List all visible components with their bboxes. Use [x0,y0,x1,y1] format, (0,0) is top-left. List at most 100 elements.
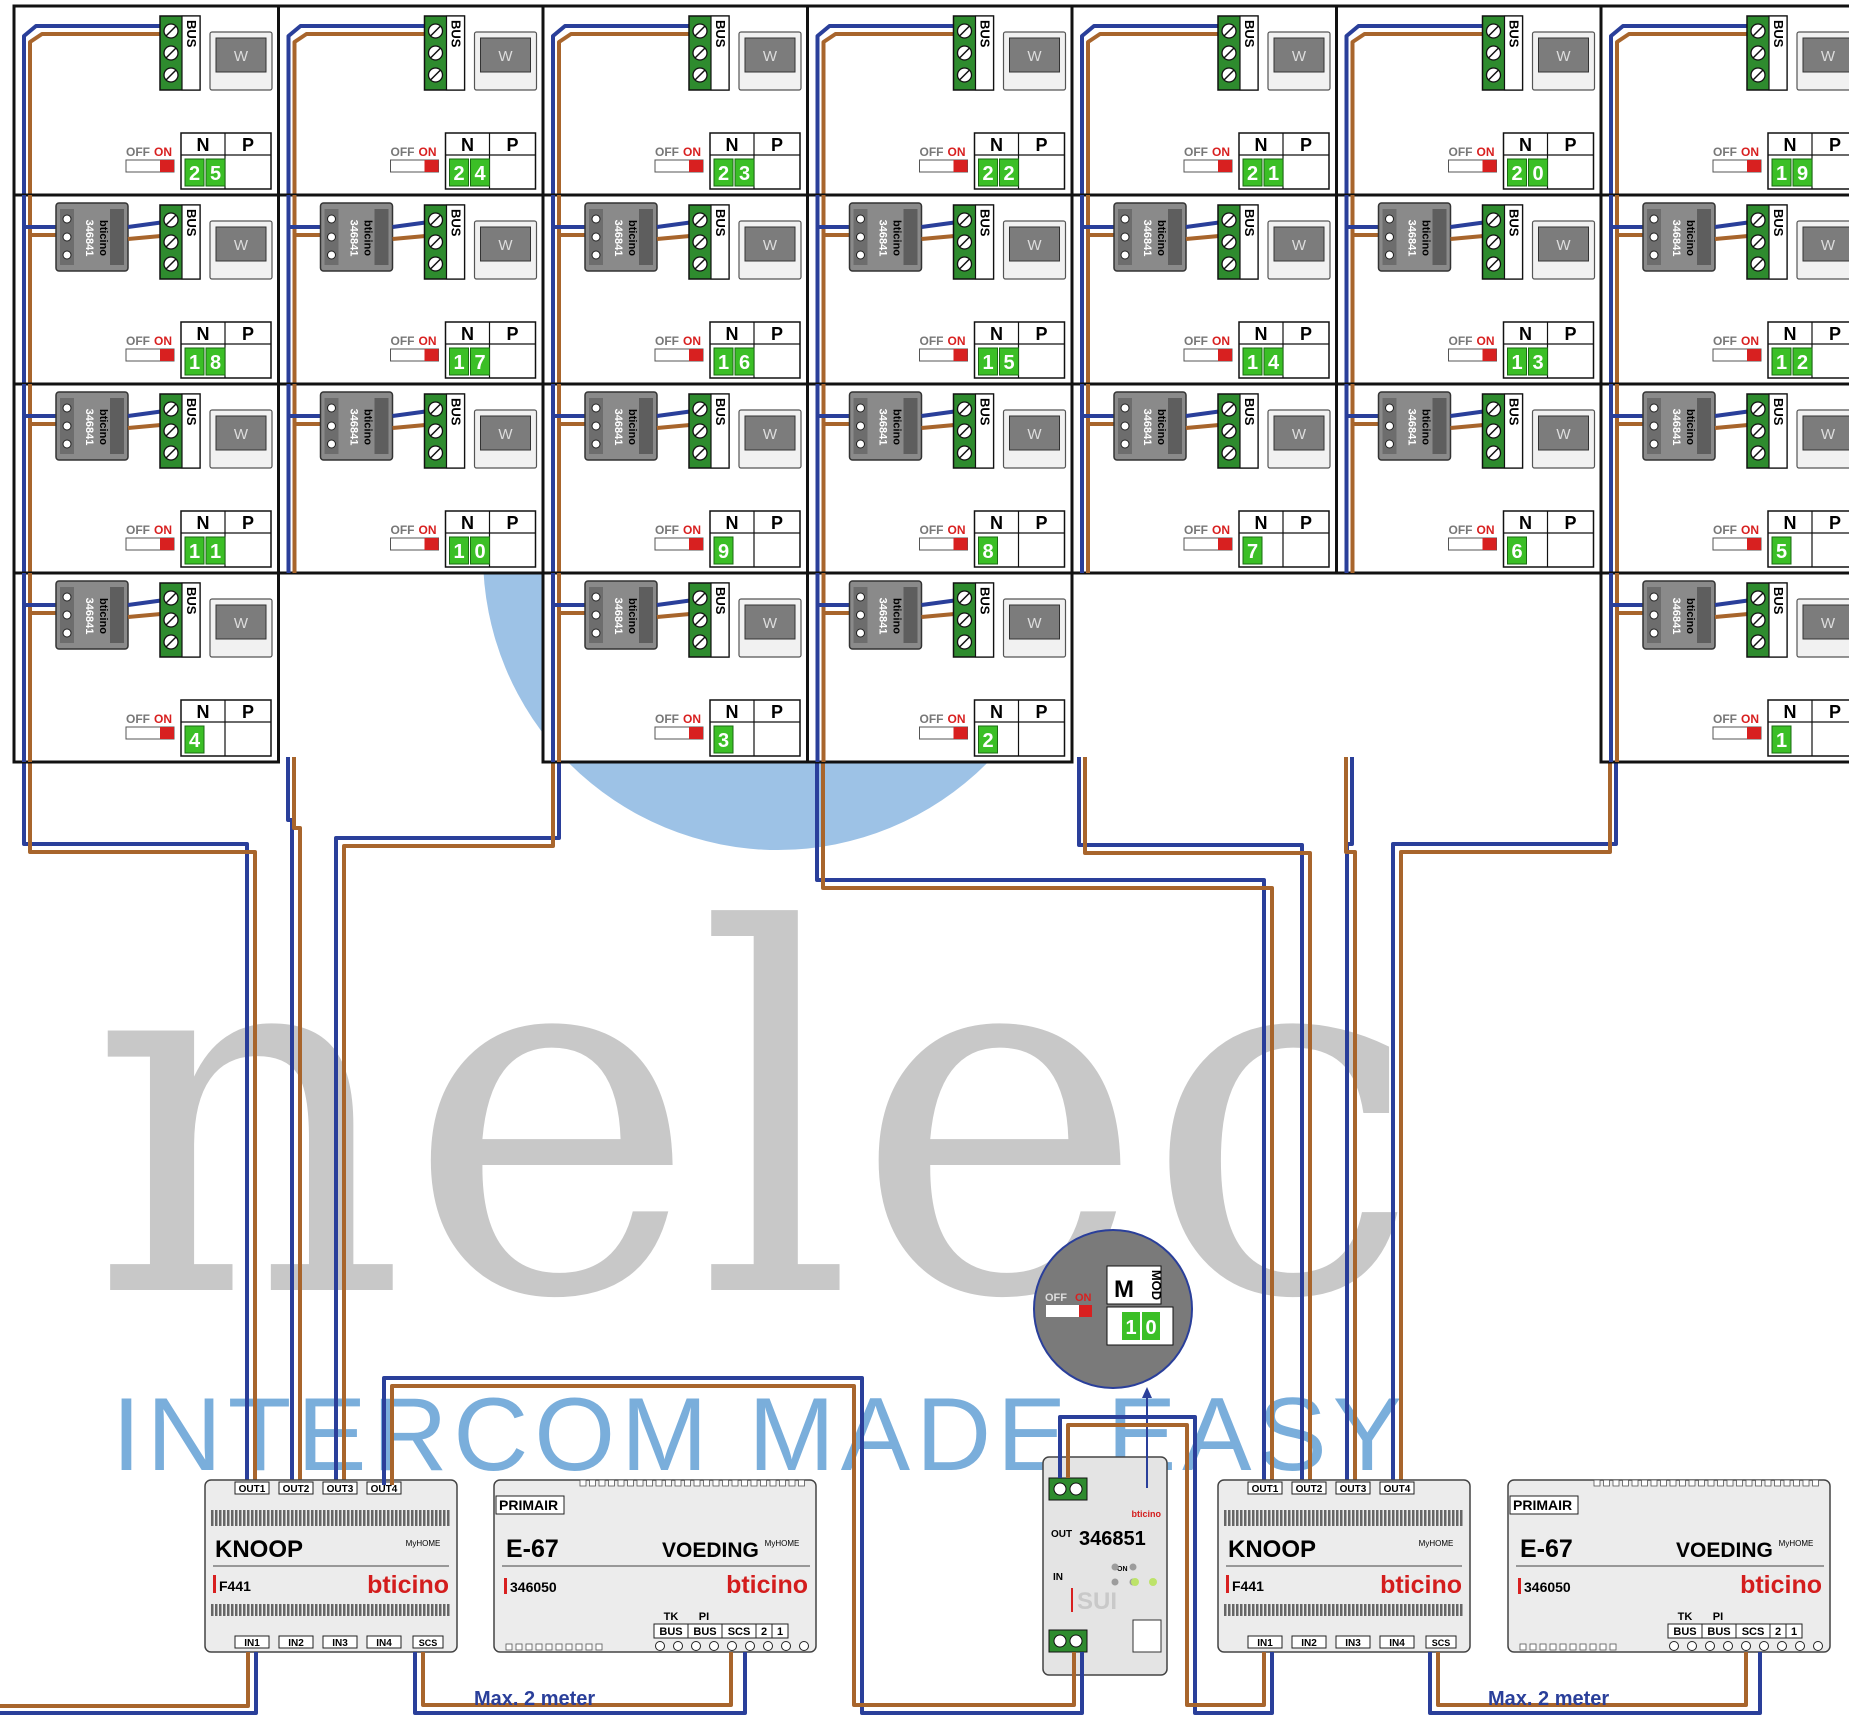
knoop-brand: bticino [1380,1571,1462,1599]
knoop-vent [1236,1604,1239,1616]
bus-screw-slot [1223,425,1235,437]
knoop-vent [279,1510,282,1526]
extender-screw [856,610,865,620]
knoop-vent [1328,1510,1331,1526]
bus-label: BUS [449,398,464,426]
psu-screw [1777,1641,1787,1651]
monitor-screen [215,226,267,262]
switch-on-label: ON [1741,712,1759,726]
knoop-vent [419,1510,422,1526]
switch-lever [1218,349,1232,361]
bus-screw-slot [1752,447,1764,459]
knoop-vent [351,1604,354,1616]
knoop-vent [351,1510,354,1526]
psu-terminal-label: BUS [1673,1626,1696,1638]
knoop-vent [387,1510,390,1526]
knoop-in-label: IN4 [376,1638,392,1649]
psu-top-terminal [788,1479,796,1487]
zoom-digit-box [1142,1312,1160,1340]
psu-primair-box [1509,1495,1579,1515]
psu-top-terminal [1612,1479,1620,1487]
bus-screw-slot [958,447,971,459]
apartment-digit-box [999,158,1019,187]
zoom-mod-label: MOD [1149,1270,1164,1300]
knoop-out-label: OUT1 [1252,1484,1279,1495]
knoop-vent [315,1510,318,1526]
knoop-vent [1428,1604,1431,1616]
knoop-vent [1344,1510,1347,1526]
psu-terminal-box [1785,1623,1803,1639]
switch-lever [689,727,703,739]
psu-bottom-terminal [555,1643,563,1651]
apartment-digit-box [1771,347,1792,376]
apartment-number: 8 [982,541,993,563]
knoop-vent [1268,1604,1271,1616]
knoop-vent [227,1510,230,1526]
switch-off-label: OFF [920,334,944,348]
bus-screw-slot [1223,25,1235,37]
psu-top-terminal [636,1479,644,1487]
psu-top-terminal [1736,1479,1743,1487]
extender-screw [856,214,865,224]
extender-screw [1649,232,1659,242]
bus-label-strip [445,204,466,280]
extender-screw [1649,592,1659,602]
apartment-digit-box [1263,347,1284,376]
p-label: P [242,513,254,533]
extender-brand: bticino [97,220,109,256]
knoop-out-label: OUT2 [1296,1484,1323,1495]
knoop-vent [1272,1510,1275,1526]
bus-screw-slot [694,403,706,415]
p-label: P [1300,135,1312,155]
extender-io [1697,209,1711,265]
bus-screw-slot [694,592,706,604]
bus-label: BUS [1507,398,1522,426]
psu-screw [1723,1641,1733,1651]
psu-bottom-terminal [1519,1643,1527,1651]
switch-on-label: ON [1212,334,1230,348]
bus-label: BUS [1771,20,1786,48]
knoop-vent [1228,1604,1231,1616]
psu-top-terminal [1622,1479,1629,1487]
bus-screw-slot [694,447,706,459]
switch-lever [1747,349,1761,361]
switch-lever [424,538,439,550]
knoop-vent [423,1510,426,1526]
switch-lever [424,160,439,172]
knoop-scs-box [1425,1635,1457,1649]
monitor-label: W [234,48,249,65]
knoop-vent [1300,1510,1303,1526]
knoop-vent [223,1604,226,1616]
psu-screw [1687,1641,1697,1651]
apartment-number: 1 [1776,352,1787,374]
monitor-screen [1802,415,1849,451]
extender-code: 346841 [1406,220,1418,257]
extender-screw [1120,439,1130,449]
extender-code: 346841 [877,409,889,446]
psu-top-terminal [1774,1479,1781,1487]
psu-screw [673,1641,683,1651]
extender-brand: bticino [626,598,638,634]
knoop-vent [367,1604,370,1616]
psu-bottom-terminal [1589,1643,1597,1651]
extender-code: 346841 [1141,220,1153,257]
knoop-vent [1264,1510,1267,1526]
extender-code: 346841 [877,598,889,635]
psu-bottom-terminal [585,1643,593,1651]
switch-on-label: ON [683,712,701,726]
extender-brand: bticino [891,220,903,256]
knoop-vent [395,1604,398,1616]
zoom-m-label: M [1114,1276,1134,1303]
switch-on-label: ON [1741,145,1759,159]
psu-top-terminal [750,1479,758,1487]
monitor-label: W [1292,237,1307,254]
knoop-vent [255,1604,258,1616]
monitor-label: W [1292,426,1307,443]
bus-screw-slot [165,258,177,270]
